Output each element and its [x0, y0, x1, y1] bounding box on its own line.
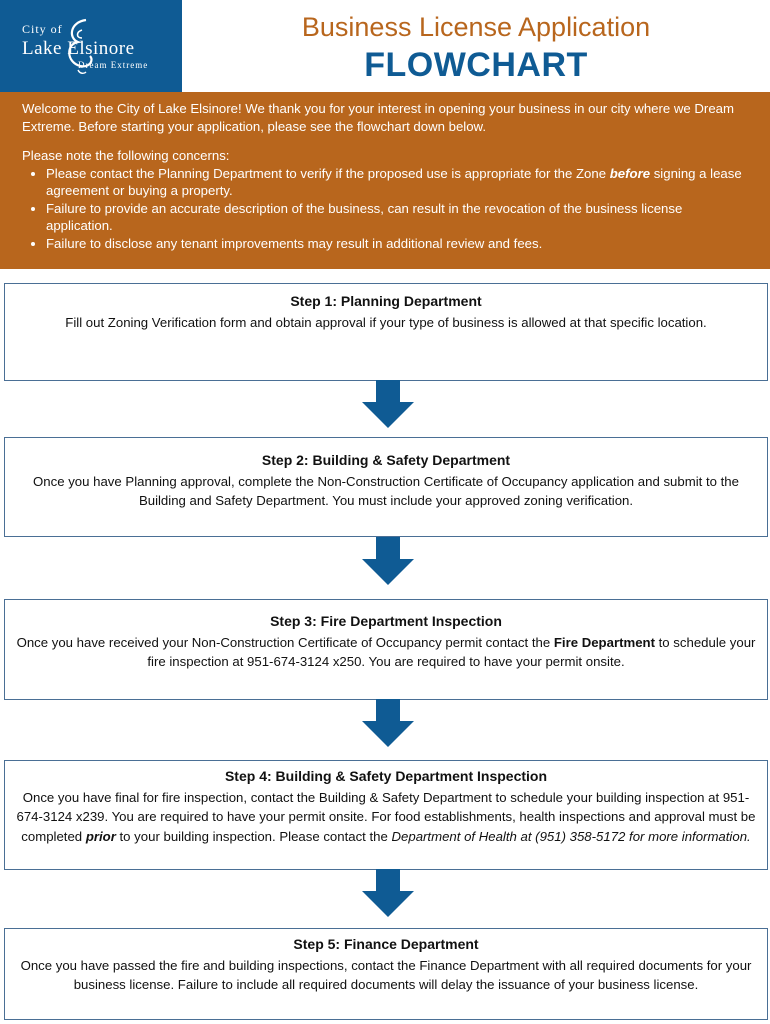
step-body-text: Once you have final for fire inspection,… — [16, 789, 756, 844]
concern-emphasis: before — [609, 165, 651, 181]
step-body-text: Once you have received your Non-Construc… — [16, 634, 554, 650]
concern-item: Failure to provide an accurate descripti… — [46, 200, 750, 235]
step-box-3: Step 3: Fire Department Inspection Once … — [4, 599, 768, 700]
step-title: Step 2: Building & Safety Department — [261, 452, 511, 468]
flow-arrow-down-icon — [362, 869, 414, 919]
banner-intro: Welcome to the City of Lake Elsinore! We… — [22, 101, 734, 134]
page-header: City of Lake Elsinore Dream Extreme Busi… — [0, 0, 770, 92]
step-title: Step 5: Finance Department — [293, 936, 479, 952]
step-body-text: to schedule your fire inspection at 951-… — [147, 634, 756, 670]
step-body-bold: Fire Department — [553, 634, 655, 650]
flow-arrow-down-icon — [362, 699, 414, 749]
flow-arrow-down-icon — [362, 537, 414, 587]
concern-item: Please contact the Planning Department t… — [46, 165, 750, 200]
step-body: Once you have final for fire inspection,… — [15, 788, 757, 847]
step-body: Once you have passed the fire and buildi… — [20, 957, 752, 993]
step-title: Step 1: Planning Department — [290, 293, 482, 309]
step-body-italic: Department of Health at (951) 358-5172 f… — [391, 828, 751, 844]
logo-city-text: City of — [22, 22, 63, 36]
concern-item: Failure to disclose any tenant improveme… — [46, 235, 750, 253]
concern-text: Please contact the Planning Department t… — [46, 165, 610, 181]
logo-tagline-text: Dream Extreme — [78, 60, 149, 70]
concerns-heading: Please note the following concerns: — [22, 148, 230, 163]
city-logo: City of Lake Elsinore Dream Extreme — [0, 0, 182, 92]
flow-arrow-down-icon — [362, 380, 414, 430]
step-title: Step 4: Building & Safety Department Ins… — [224, 768, 548, 784]
step-box-5: Step 5: Finance Department Once you have… — [4, 928, 768, 1020]
step-box-1: Step 1: Planning Department Fill out Zon… — [4, 283, 768, 381]
step-body-text: to your building inspection. Please cont… — [115, 828, 392, 844]
step-title: Step 3: Fire Department Inspection — [270, 613, 502, 629]
step-body: Once you have Planning approval, complet… — [33, 473, 739, 509]
step-body-emphasis: prior — [85, 828, 116, 844]
page-title: Business License Application — [301, 12, 651, 42]
welcome-banner: Welcome to the City of Lake Elsinore! We… — [0, 92, 770, 269]
step-box-2: Step 2: Building & Safety Department Onc… — [4, 437, 768, 537]
logo-name-text: Lake Elsinore — [22, 38, 135, 59]
concerns-list: Please contact the Planning Department t… — [22, 165, 750, 253]
concern-text: signing a lease agreement or buying a pr… — [46, 165, 742, 199]
swirl-emblem-icon — [68, 18, 93, 75]
step-body: Once you have received your Non-Construc… — [11, 633, 761, 672]
step-box-4: Step 4: Building & Safety Department Ins… — [4, 760, 768, 870]
step-body: Fill out Zoning Verification form and ob… — [65, 314, 707, 330]
page-subtitle: FLOWCHART — [364, 46, 588, 84]
